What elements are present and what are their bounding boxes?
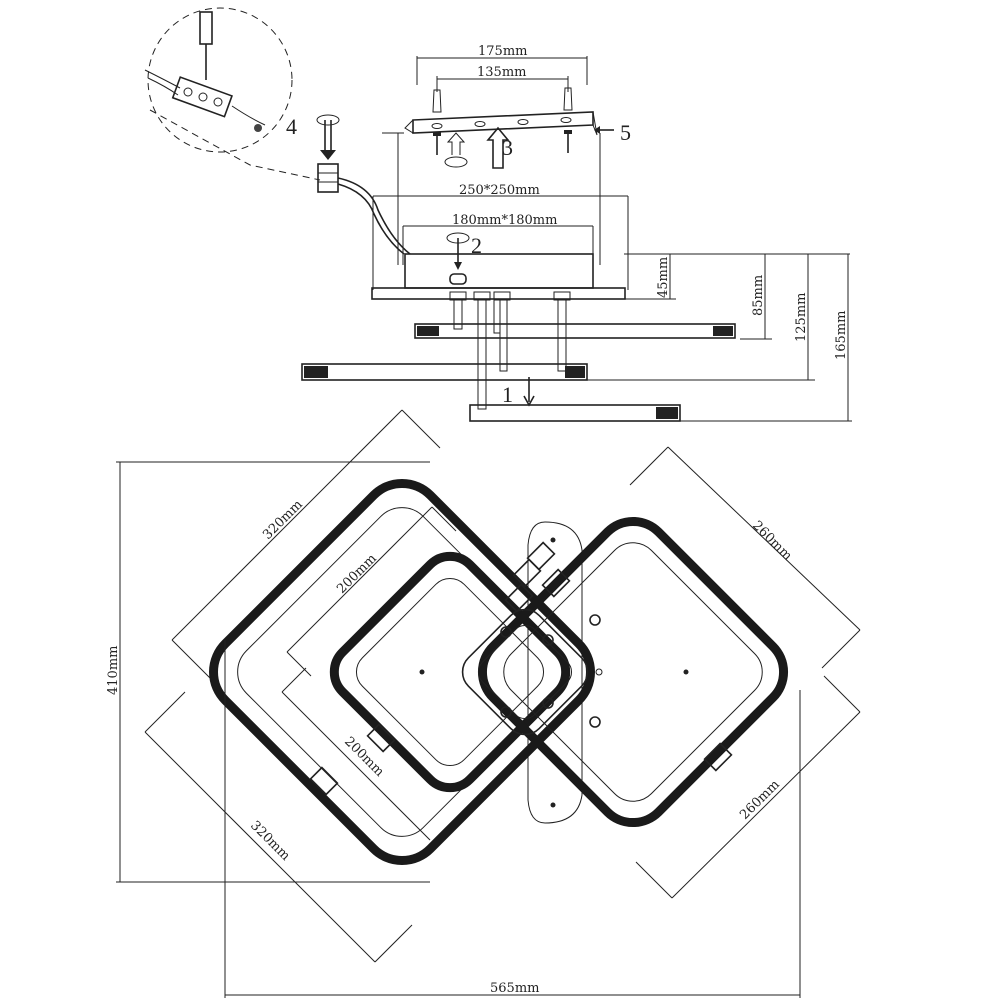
nut-icon bbox=[446, 232, 470, 285]
center-plate bbox=[527, 521, 583, 824]
top-view bbox=[209, 479, 789, 865]
dim-165: 165mm bbox=[834, 311, 849, 360]
screwdriver-icon bbox=[199, 11, 213, 45]
dim-125: 125mm bbox=[794, 293, 809, 342]
rotate-arrow-icon bbox=[316, 114, 340, 160]
wiring-detail bbox=[144, 7, 321, 181]
connector-icon bbox=[317, 163, 339, 193]
dim-45: 45mm bbox=[656, 257, 671, 298]
height-dimensions: 45mm 85mm 125mm 165mm bbox=[586, 253, 852, 422]
suspension-rods bbox=[449, 291, 571, 410]
canopy-outline: 250*250mm 180mm*180mm bbox=[371, 133, 629, 300]
top-view-dimensions: 320mm 320mm 200mm 200mm 260mm 260mm 410m… bbox=[106, 409, 861, 998]
terminal-block-icon bbox=[171, 76, 233, 118]
dim-260-top: 260mm bbox=[749, 518, 795, 564]
light-bars bbox=[301, 323, 736, 422]
dim-175: 175mm bbox=[478, 44, 527, 59]
large-left-frame bbox=[209, 479, 595, 865]
dim-260-bottom: 260mm bbox=[737, 777, 783, 823]
dim-200-bottom: 200mm bbox=[341, 734, 387, 780]
dim-85: 85mm bbox=[751, 275, 766, 316]
right-frame bbox=[477, 516, 789, 828]
step-1-label: 1 bbox=[502, 382, 513, 407]
bracket-dimensions: 175mm 135mm bbox=[416, 44, 588, 92]
down-arrow-icon bbox=[523, 377, 535, 407]
dim-250x250: 250*250mm bbox=[459, 183, 540, 198]
step-5-label: 5 bbox=[620, 120, 631, 145]
mounting-bracket bbox=[404, 87, 598, 155]
dim-320-top: 320mm bbox=[260, 497, 306, 543]
wire bbox=[337, 177, 411, 255]
dim-565: 565mm bbox=[490, 981, 539, 996]
dim-135: 135mm bbox=[477, 65, 526, 80]
step-2-label: 2 bbox=[471, 233, 482, 258]
step-3-label: 3 bbox=[502, 135, 513, 160]
dim-410: 410mm bbox=[106, 646, 121, 695]
wall-anchor-icon bbox=[432, 89, 442, 113]
up-arrow-icon bbox=[444, 126, 510, 169]
dim-200-top: 200mm bbox=[334, 551, 380, 597]
step-4-label: 4 bbox=[286, 114, 297, 139]
dim-180x180: 180mm*180mm bbox=[452, 213, 557, 228]
